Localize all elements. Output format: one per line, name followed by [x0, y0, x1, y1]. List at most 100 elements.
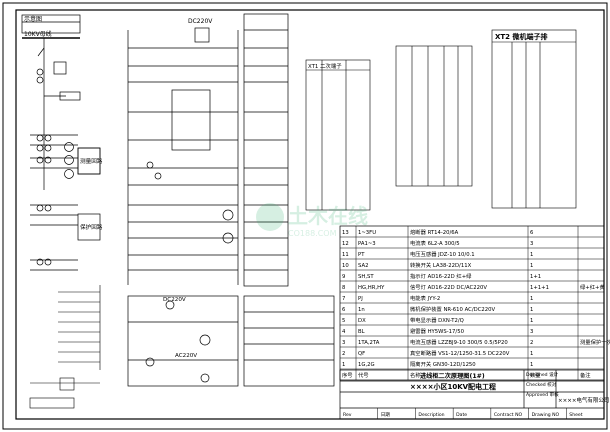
company-name: ××××电气有限公司 — [558, 396, 609, 404]
materials-cell-name: 信号灯 AD16-22D DC/AC220V — [410, 283, 487, 291]
materials-cell-name: 真空断路器 VS1-12/1250-31.5 DC220V — [410, 349, 510, 357]
measurement-box: 测量回路 — [77, 147, 103, 175]
protection-circuit — [30, 204, 101, 271]
project-name: ××××小区10KV配电工程 — [410, 382, 496, 391]
dc220-label: DC220V — [163, 297, 186, 303]
materials-cell-seq: 13 — [342, 230, 349, 236]
secondary-panel-column — [243, 295, 335, 387]
materials-header-name: 名称 — [410, 371, 421, 379]
materials-cell-name: 熔断器 RT14-20/6A — [410, 228, 459, 236]
drawing-title: 进线柜二次原理图(1#) — [420, 372, 485, 380]
materials-cell-symbol: DX — [358, 318, 366, 324]
materials-cell-name: 电流表 6L2-A 300/5 — [410, 239, 460, 247]
busbar-label: 10KV母线 — [24, 30, 52, 38]
materials-header-note: 备注 — [580, 371, 591, 379]
materials-cell-note: 测量保护一次侧 — [580, 338, 610, 346]
materials-cell-qty: 2 — [530, 340, 533, 346]
materials-cell-symbol: SH,ST — [358, 274, 374, 280]
control-ladder — [127, 27, 239, 285]
materials-cell-symbol: BL — [358, 329, 365, 335]
materials-cell-seq: 5 — [342, 318, 345, 324]
materials-cell-name: 电流互感器 LZZBJ9-10 300/5 0.5/5P20 — [410, 338, 508, 346]
footer-cell: 日期 — [381, 412, 391, 418]
xt1-title: XT1 二次端子 — [308, 62, 342, 70]
watermark-sub: CO188.COM — [288, 229, 337, 238]
primary-circuit — [21, 14, 81, 190]
materials-cell-seq: 4 — [342, 329, 346, 335]
footer-cell: Sheet — [569, 412, 582, 418]
materials-cell-symbol: PT — [358, 252, 365, 258]
materials-cell-seq: 9 — [342, 274, 345, 280]
materials-header-symbol: 代号 — [358, 371, 369, 379]
materials-cell-qty: 1 — [530, 296, 533, 302]
ac220-label: AC220V — [175, 353, 197, 359]
materials-cell-qty: 1 — [530, 252, 533, 258]
materials-cell-symbol: PJ — [358, 296, 363, 302]
approved-label: Approved 审核 — [526, 391, 559, 398]
materials-cell-seq: 8 — [342, 285, 346, 291]
materials-cell-symbol: 1~3FU — [358, 230, 376, 236]
materials-cell-symbol: HG,HR,HY — [358, 285, 385, 291]
xt2-title: XT2 微机端子排 — [495, 32, 547, 41]
materials-cell-seq: 11 — [342, 252, 349, 258]
materials-cell-qty: 1 — [530, 362, 533, 368]
footer-cell: Contract NO — [494, 412, 523, 418]
materials-cell-name: 隔离开关 GN30-12D/1250 — [410, 360, 476, 368]
footer-cell: Description — [418, 412, 444, 418]
cabinet-label: 示意图 — [24, 15, 42, 23]
lower-center-circuit — [127, 295, 239, 387]
materials-cell-qty: 1+1+1 — [530, 285, 549, 291]
materials-cell-symbol: 1n — [358, 307, 365, 313]
materials-cell-seq: 1 — [342, 362, 345, 368]
materials-cell-name: 微机保护装置 NR-610 AC/DC220V — [410, 305, 495, 313]
materials-cell-name: 转换开关 LA38-22D/11X — [410, 261, 472, 269]
materials-cell-symbol: PA1~3 — [358, 241, 376, 247]
materials-cell-qty: 3 — [530, 241, 533, 247]
protect-label: 保护回路 — [80, 223, 103, 231]
materials-cell-note: 绿+红+黄 — [580, 283, 605, 291]
materials-cell-name: 电压互感器 JDZ-10 10/0.1 — [410, 250, 475, 258]
materials-cell-name: 指示灯 AD16-22D 红+绿 — [410, 272, 472, 280]
materials-cell-qty: 1 — [530, 318, 533, 324]
materials-cell-symbol: 1G,2G — [358, 362, 375, 368]
watermark: 土木在线 CO188.COM — [256, 203, 368, 238]
xt1-terminal-block — [305, 59, 371, 211]
xt2-terminal-strip — [491, 29, 577, 209]
circuit-description-column — [243, 13, 289, 287]
materials-cell-seq: 12 — [342, 241, 349, 247]
materials-cell-qty: 6 — [530, 230, 534, 236]
title-block — [339, 369, 605, 420]
materials-cell-name: 带电显示器 DXN-T2/Q — [410, 316, 464, 324]
checked-label: Checked 校对 — [526, 381, 557, 388]
materials-cell-qty: 1 — [530, 263, 533, 269]
materials-cell-name: 电能表 JYY-2 — [410, 294, 440, 302]
connection-table — [395, 45, 473, 187]
footer-cell: Rev — [343, 412, 352, 418]
materials-cell-seq: 7 — [342, 296, 345, 302]
materials-header-seq: 序号 — [342, 371, 353, 379]
materials-cell-seq: 3 — [342, 340, 345, 346]
materials-cell-seq: 2 — [342, 351, 345, 357]
drawing-frame — [15, 9, 605, 420]
watermark-text: 土木在线 — [288, 204, 368, 228]
materials-cell-symbol: 1TA,2TA — [358, 340, 380, 346]
materials-cell-seq: 6 — [342, 307, 346, 313]
materials-cell-symbol: SA2 — [358, 263, 368, 269]
voltage-bus-terminals — [29, 285, 101, 409]
dc-supply-label: DC220V — [188, 18, 213, 25]
materials-cell-qty: 3 — [530, 329, 533, 335]
measure-label: 测量回路 — [80, 157, 103, 165]
footer-cell: Drawing NO — [532, 412, 560, 418]
footer-cell: Date — [456, 412, 467, 418]
materials-cell-qty: 1+1 — [530, 274, 541, 280]
materials-cell-qty: 1 — [530, 307, 533, 313]
materials-cell-qty: 1 — [530, 351, 533, 357]
materials-cell-name: 避雷器 HY5WS-17/50 — [410, 327, 465, 335]
footer-row: Rev 日期 Description Date Contract NO Drawing N… — [343, 408, 583, 419]
materials-cell-seq: 10 — [342, 263, 349, 269]
materials-header-qty: 数量 — [530, 371, 541, 379]
materials-cell-symbol: QF — [358, 351, 365, 357]
designed-label: Designed 设计 — [526, 371, 559, 378]
